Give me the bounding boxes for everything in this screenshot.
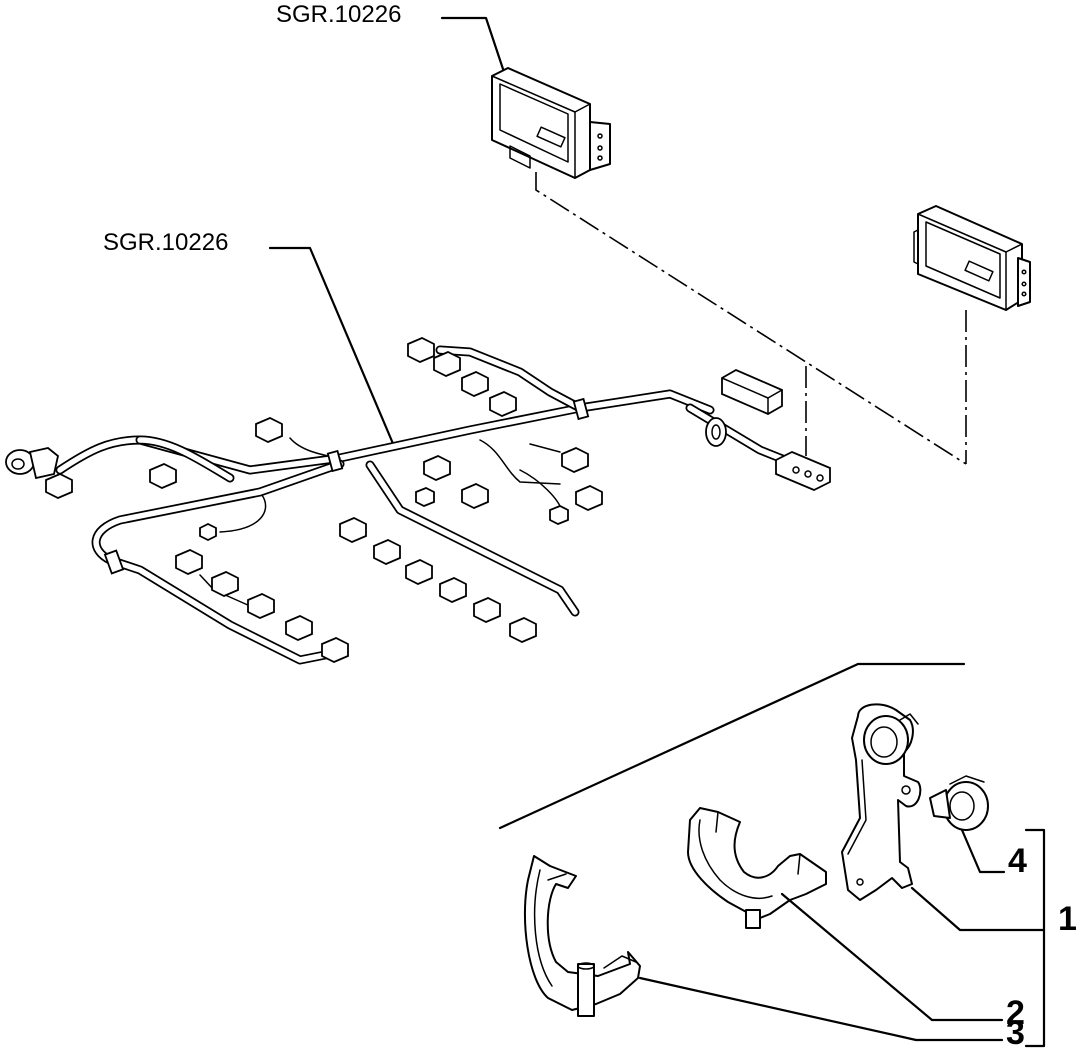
item-group-bracket bbox=[1024, 828, 1046, 1048]
item-3-leader bbox=[638, 976, 1004, 1042]
harness-reference-label: SGR.10226 bbox=[103, 229, 228, 256]
harness-leader-line bbox=[268, 246, 396, 448]
ecu-connection-line-upper bbox=[535, 172, 967, 465]
item-4-leader bbox=[960, 828, 1006, 874]
item-number-2: 2 bbox=[1006, 994, 1025, 1032]
ecu-reference-label: SGR.10226 bbox=[276, 1, 401, 28]
part-4-clip bbox=[929, 775, 989, 831]
ecu-module-right bbox=[913, 205, 1031, 311]
section-separator bbox=[498, 662, 966, 830]
item-number-1: 1 bbox=[1058, 900, 1077, 938]
item-2-leader bbox=[780, 892, 1004, 1022]
part-3-clamp bbox=[523, 855, 641, 1017]
item-number-4: 4 bbox=[1008, 842, 1027, 880]
item-number-3: 3 bbox=[1006, 1014, 1025, 1052]
ecu-leader-line bbox=[440, 16, 506, 74]
ecu-module-upper bbox=[491, 67, 611, 179]
part-1-bracket bbox=[841, 703, 922, 901]
part-2-clamp bbox=[687, 807, 827, 929]
item-1-leader bbox=[910, 886, 1046, 932]
wiring-harness bbox=[5, 337, 831, 665]
